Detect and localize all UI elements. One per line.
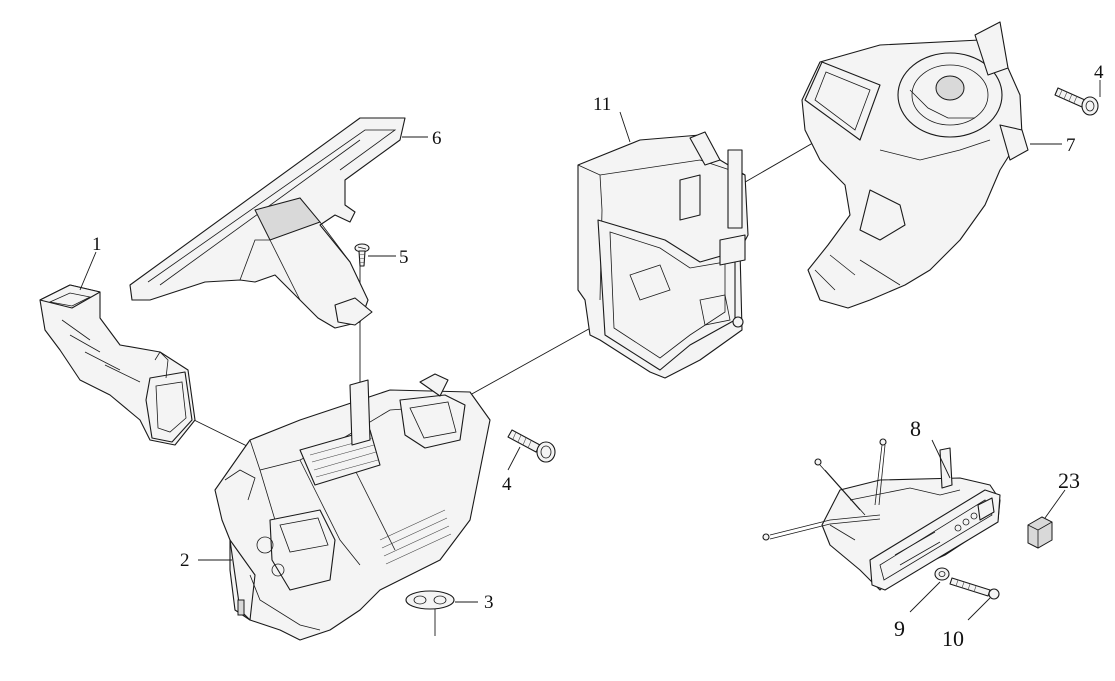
part-5-screw	[354, 243, 370, 267]
part-8-control-head	[762, 438, 1001, 591]
callout-7: 7	[1066, 135, 1076, 156]
part-3-gasket	[405, 590, 455, 610]
part-4-bolt-lower	[507, 429, 556, 463]
callout-4-upper: 4	[1094, 62, 1104, 83]
callout-3: 3	[484, 592, 494, 613]
callout-8: 8	[910, 416, 921, 441]
part-4-bolt-upper	[1054, 87, 1099, 116]
callout-leaders	[79, 80, 1101, 621]
callout-11: 11	[593, 94, 611, 115]
callout-2: 2	[180, 550, 190, 571]
part-9-washer	[934, 567, 950, 581]
part-6-distribution-duct	[129, 117, 406, 329]
callout-5: 5	[399, 247, 409, 268]
callout-10: 10	[942, 626, 964, 651]
part-2-hvac-housing	[214, 373, 491, 641]
part-10-screw	[949, 577, 1000, 600]
part-7-blower-assembly	[801, 21, 1029, 309]
callout-23: 23	[1058, 468, 1080, 493]
part-11-evaporator-case	[577, 131, 749, 379]
callout-1: 1	[92, 234, 102, 255]
callout-4-lower: 4	[502, 474, 512, 495]
callout-6: 6	[432, 128, 442, 149]
callout-labels: 1 2 3 4 5 6 11 7 4 8 23 9 10	[92, 62, 1104, 651]
part-1-left-duct	[39, 284, 196, 446]
callout-9: 9	[894, 616, 905, 641]
part-23-knob-cap	[1027, 516, 1053, 549]
